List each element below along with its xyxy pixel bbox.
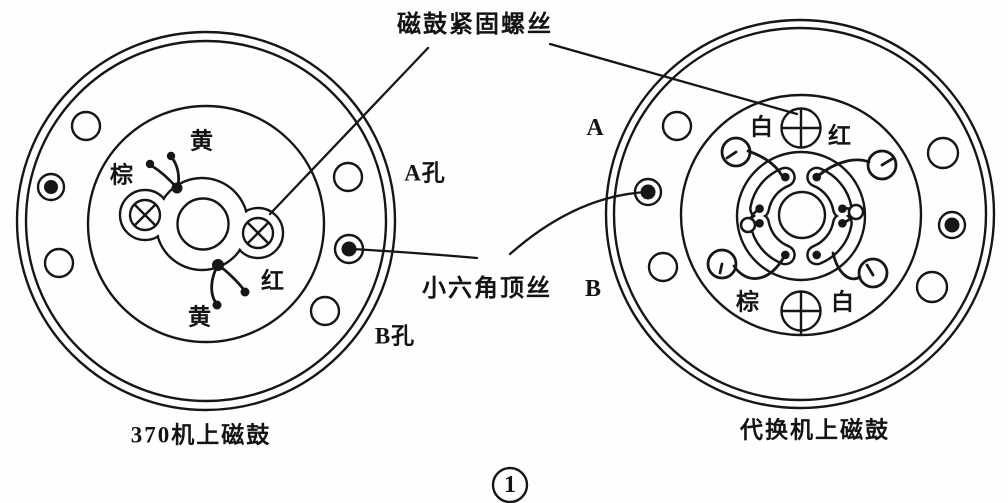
left-drum-wires (145, 151, 250, 310)
left-fastening-screw (128, 198, 162, 232)
left-drum-caption: 370机上磁鼓 (130, 422, 272, 448)
wire-label-right-white-top: 白 (750, 114, 774, 140)
left-drum-hole (43, 247, 75, 279)
left-drum-shaft-hole (176, 197, 230, 251)
hole-a-label: A孔 (404, 160, 446, 186)
right-drum-wire-loops (706, 136, 898, 289)
right-drum-inner-rim (612, 26, 988, 402)
hole-b-label: B孔 (374, 323, 416, 349)
right-drum-caption: 代换机上磁鼓 (740, 417, 890, 443)
fastening-screw-label: 磁鼓紧固螺丝 (397, 12, 553, 38)
right-drum-coil-slots (749, 166, 853, 266)
right-drum-hole (647, 251, 679, 283)
page-number-circle (491, 466, 529, 503)
right-drum-hub (735, 150, 867, 282)
right-drum-outer-rim (604, 18, 996, 410)
left-drum-hole (309, 295, 341, 327)
page-number: 1 (504, 472, 516, 498)
wire-label-left-yellow-bottom: 黄 (188, 304, 212, 330)
right-drum-shaft-hole (777, 190, 827, 240)
left-drum-hole (70, 110, 102, 142)
right-fastening-screw (780, 290, 822, 335)
wire-label-left-yellow-top: 黄 (190, 128, 214, 154)
left-drum-hub (118, 176, 285, 272)
wire-label-right-brown: 棕 (736, 289, 760, 315)
set-screw-leader-right (508, 190, 650, 256)
left-drum-disc (86, 104, 326, 344)
right-drum-hole (661, 110, 693, 142)
right-drum-hole (915, 270, 949, 304)
left-drum-inner-rim (24, 39, 388, 403)
wire-label-left-red: 红 (261, 268, 285, 294)
wire-label-right-red: 红 (828, 123, 852, 149)
left-drum-hole (332, 161, 364, 193)
point-b-label: B (584, 276, 602, 302)
annotation-leader-lines (268, 42, 799, 260)
wire-label-left-brown: 棕 (110, 162, 134, 188)
left-drum-set-screw-a (36, 172, 66, 202)
right-drum-set-screw-b (937, 210, 967, 240)
right-drum-junction-rings (739, 203, 865, 234)
right-drum-hole (926, 136, 960, 170)
left-drum-outer-rim (15, 30, 397, 412)
wire-label-right-white-bottom: 白 (831, 289, 855, 315)
set-screw-leader-left (350, 247, 479, 260)
left-drum-diagram (15, 30, 397, 412)
point-a-label: A (586, 115, 604, 141)
fastening-screw-leader-right (548, 42, 799, 116)
right-fastening-screw (780, 107, 822, 149)
fastening-screw-leader-left (268, 46, 430, 216)
left-fastening-screw (241, 216, 275, 250)
right-drum-diagram (604, 18, 996, 410)
hex-set-screw-label: 小六角顶丝 (422, 276, 552, 302)
